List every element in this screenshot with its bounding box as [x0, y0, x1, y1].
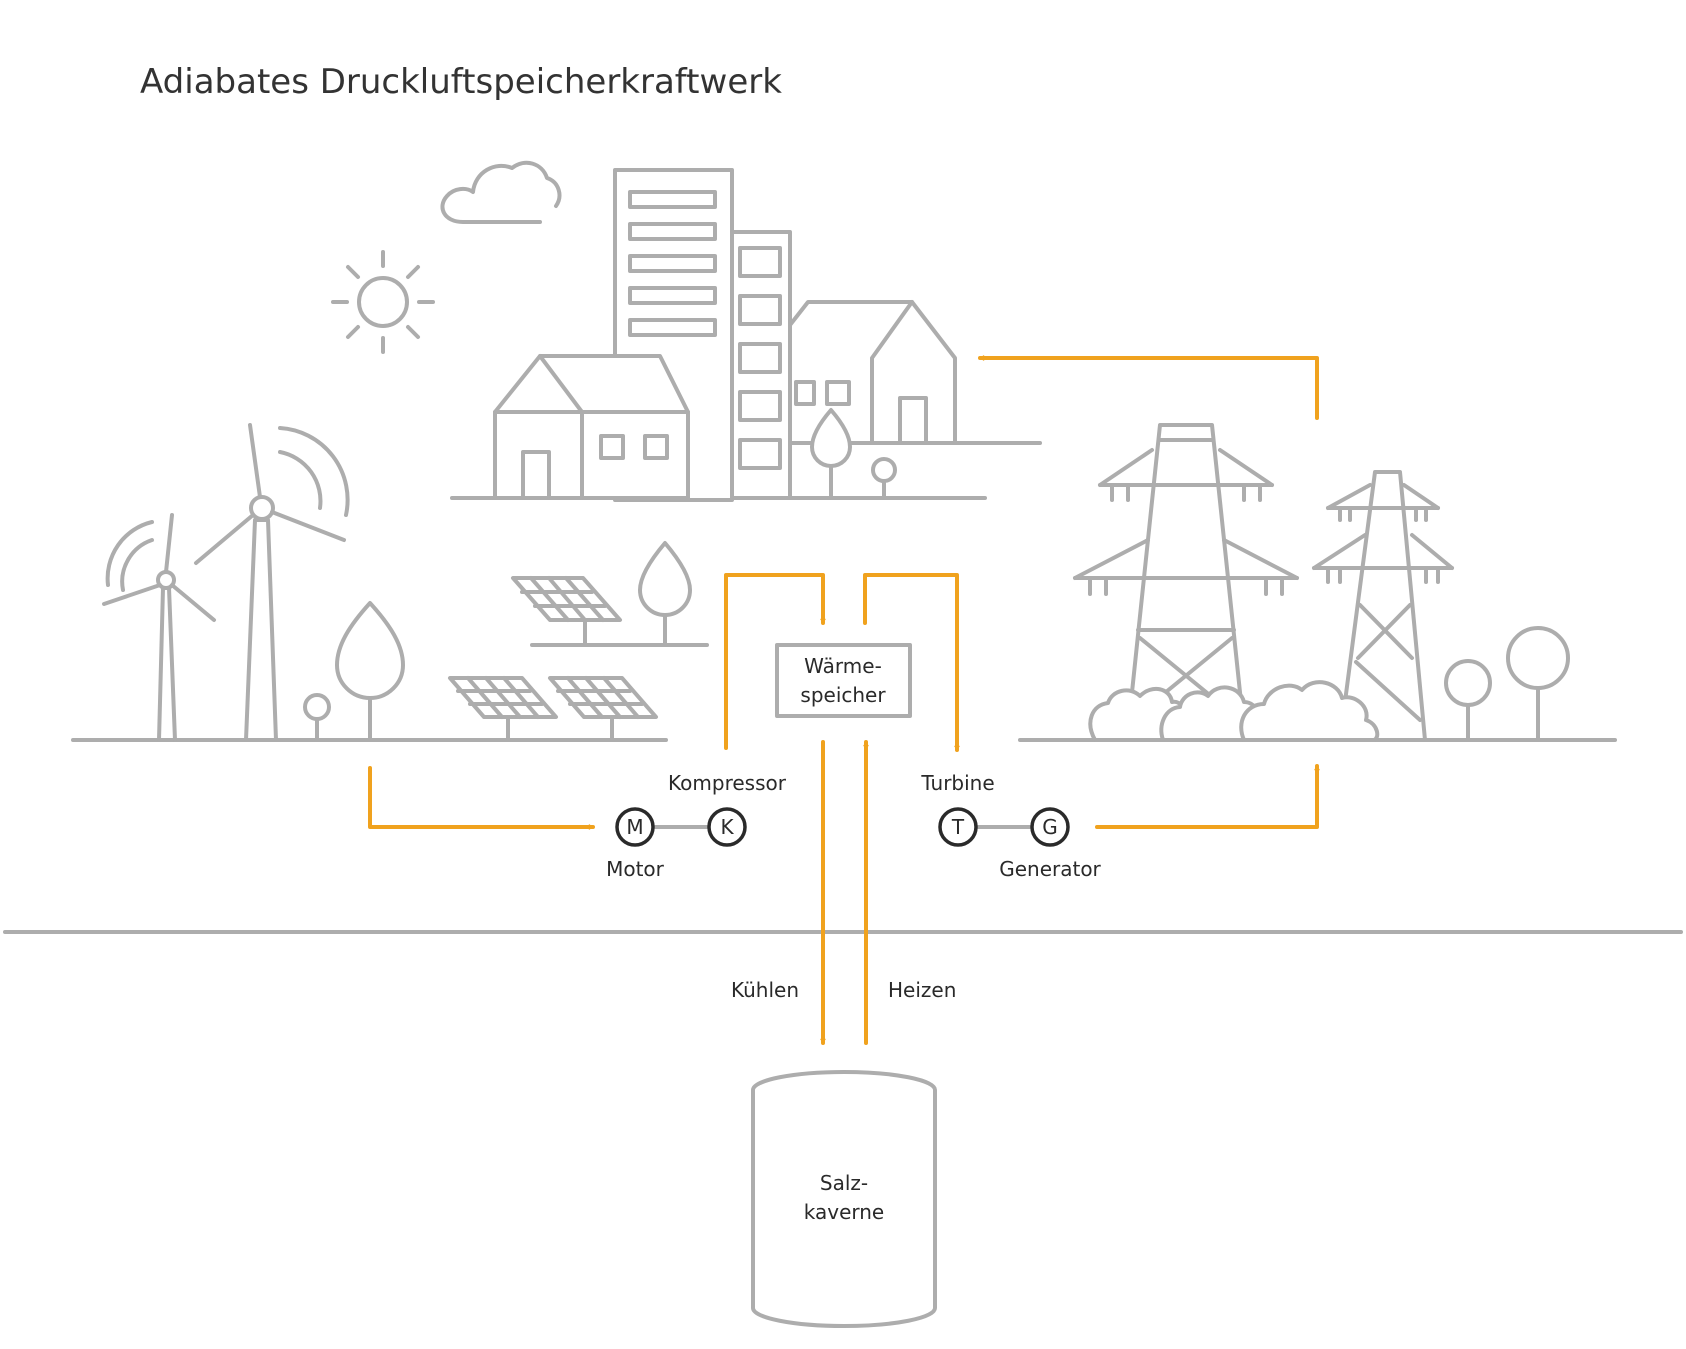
energy-flow-arrows	[368, 355, 1320, 1045]
power-grid-icon	[1018, 423, 1617, 742]
diagram-title: Adiabates Druckluftspeicherkraftwerk	[140, 62, 782, 102]
flow-compressor-to-heat-storage	[724, 573, 826, 750]
svg-text:G: G	[1042, 815, 1058, 839]
flow-grid-to-town	[978, 355, 1319, 420]
svg-text:K: K	[720, 815, 734, 839]
salt-cavern-label-line2: kaverne	[804, 1200, 884, 1224]
heating-label: Heizen	[888, 978, 956, 1002]
motor-label: Motor	[606, 857, 665, 881]
heat-storage-label-line1: Wärme-	[804, 654, 882, 678]
svg-text:M: M	[626, 815, 643, 839]
svg-text:T: T	[951, 815, 965, 839]
turbine-symbol: T	[938, 807, 978, 847]
turbine-label: Turbine	[920, 771, 994, 795]
salt-cavern-label-line1: Salz-	[820, 1171, 868, 1195]
flow-heat-storage-to-turbine	[863, 573, 960, 752]
heat-storage-label-line2: speicher	[800, 683, 886, 707]
salt-cavern	[751, 1070, 937, 1328]
renewable-landscape-icon	[71, 423, 709, 742]
generator-label: Generator	[999, 857, 1101, 881]
compressor-symbol: K	[707, 807, 747, 847]
heat-storage-box	[775, 643, 912, 718]
compressor-label: Kompressor	[668, 771, 787, 795]
cloud-icon	[440, 160, 562, 224]
cooling-label: Kühlen	[731, 978, 799, 1002]
flow-renewables-to-motor	[368, 766, 595, 830]
sun-icon	[331, 250, 435, 354]
motor-symbol: M	[615, 807, 655, 847]
town-buildings-icon	[450, 168, 1042, 502]
flow-generator-to-grid	[1095, 764, 1320, 829]
generator-symbol: G	[1030, 807, 1070, 847]
